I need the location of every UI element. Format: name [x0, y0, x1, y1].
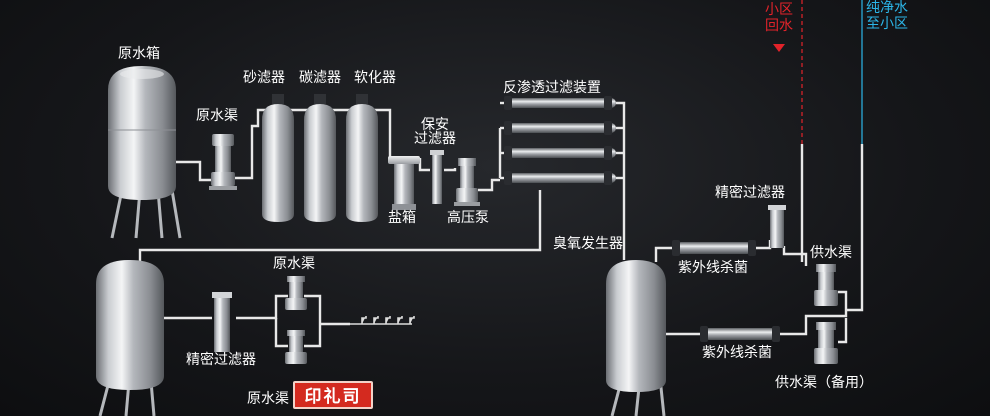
precision-filter-left — [212, 292, 232, 352]
supply-pump-backup — [814, 322, 838, 364]
label-supply-pump-backup: 供水渠（备用） — [775, 375, 873, 391]
label-raw-water-pump-bottom: 原水渠 — [247, 391, 289, 407]
label-precision-filter-left: 精密过滤器 — [186, 352, 256, 368]
ro-membranes — [504, 96, 616, 185]
label-raw-water-pump-top: 原水渠 — [196, 108, 238, 124]
lower-left-tank — [96, 260, 164, 416]
raw-water-pump-bottom — [285, 330, 307, 364]
precision-filter-right — [768, 205, 786, 248]
outlet-faucets — [350, 316, 415, 325]
uv-sterilizer-bottom — [700, 326, 780, 342]
supply-pump — [814, 264, 838, 306]
label-ozone-generator: 臭氧发生器 — [553, 236, 623, 252]
label-carbon-filter: 碳滤器 — [299, 70, 341, 86]
label-community-return: 小区 回水 — [765, 2, 793, 34]
label-sand-filter: 砂滤器 — [243, 70, 285, 86]
raw-water-tank — [108, 66, 182, 239]
label-raw-water-pump-mid: 原水渠 — [273, 256, 315, 272]
label-reverse-osmosis: 反渗透过滤装置 — [503, 80, 601, 96]
pure-water-tank — [606, 260, 666, 416]
return-arrow — [773, 44, 785, 52]
label-uv-sterilizer-top: 紫外线杀菌 — [678, 260, 748, 276]
security-filter — [430, 150, 444, 204]
label-supply-pump: 供水渠 — [810, 245, 852, 261]
label-high-pressure-pump: 高压泵 — [447, 210, 489, 226]
label-salt-tank: 盐箱 — [388, 210, 416, 226]
label-precision-filter-right: 精密过滤器 — [715, 185, 785, 201]
raw-water-pump-mid — [285, 276, 307, 310]
filter-columns — [262, 94, 378, 222]
brand-stamp: 印礼司 — [293, 381, 373, 409]
pipes — [138, 101, 864, 348]
label-raw-water-tank: 原水箱 — [118, 46, 160, 62]
label-uv-sterilizer-bottom: 紫外线杀菌 — [702, 345, 772, 361]
uv-sterilizer-top — [672, 240, 756, 256]
salt-tank — [388, 156, 420, 210]
label-security-filter: 保安 过滤器 — [414, 117, 456, 147]
raw-water-pump-top — [209, 134, 237, 190]
high-pressure-pump — [454, 158, 480, 206]
label-softener: 软化器 — [354, 70, 396, 86]
label-pure-water-to-community: 纯净水 至小区 — [866, 0, 908, 32]
